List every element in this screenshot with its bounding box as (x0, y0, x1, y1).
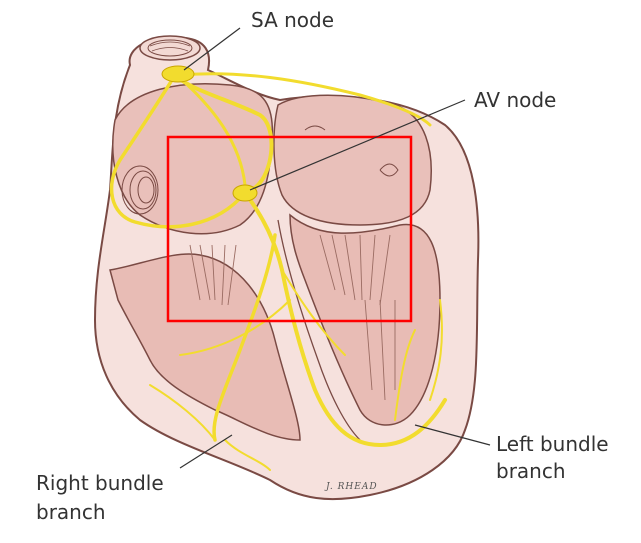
right-bundle-leader (179, 434, 233, 469)
left-bundle-label-line2: branch (496, 459, 566, 483)
right-ventricle (109, 253, 301, 441)
right-bundle-label-line1: Right bundle (36, 471, 164, 495)
swirl-opening (121, 165, 159, 215)
left-bundle-leader (414, 424, 491, 446)
right-bundle-label-line2: branch (36, 500, 106, 524)
aorta-inner (147, 39, 193, 57)
aorta-ridges (149, 41, 191, 52)
left-bundle-label-line1: Left bundle (496, 432, 609, 456)
sa-node-label: SA node (251, 8, 335, 32)
av-node-label: AV node (474, 88, 557, 112)
artist-signature: J. RHEAD (326, 482, 378, 492)
sa-node (161, 65, 195, 83)
av-node (232, 184, 258, 202)
right-atrium (112, 83, 274, 235)
pulmonary-openings (304, 125, 399, 177)
chordae-tendineae (189, 234, 396, 401)
left-atrium (273, 94, 432, 226)
sa-node-leader (183, 27, 241, 71)
interventricular-septum (277, 219, 361, 441)
av-node-leader (249, 99, 466, 191)
highlight-box (166, 135, 413, 323)
leader-lines (179, 27, 491, 469)
